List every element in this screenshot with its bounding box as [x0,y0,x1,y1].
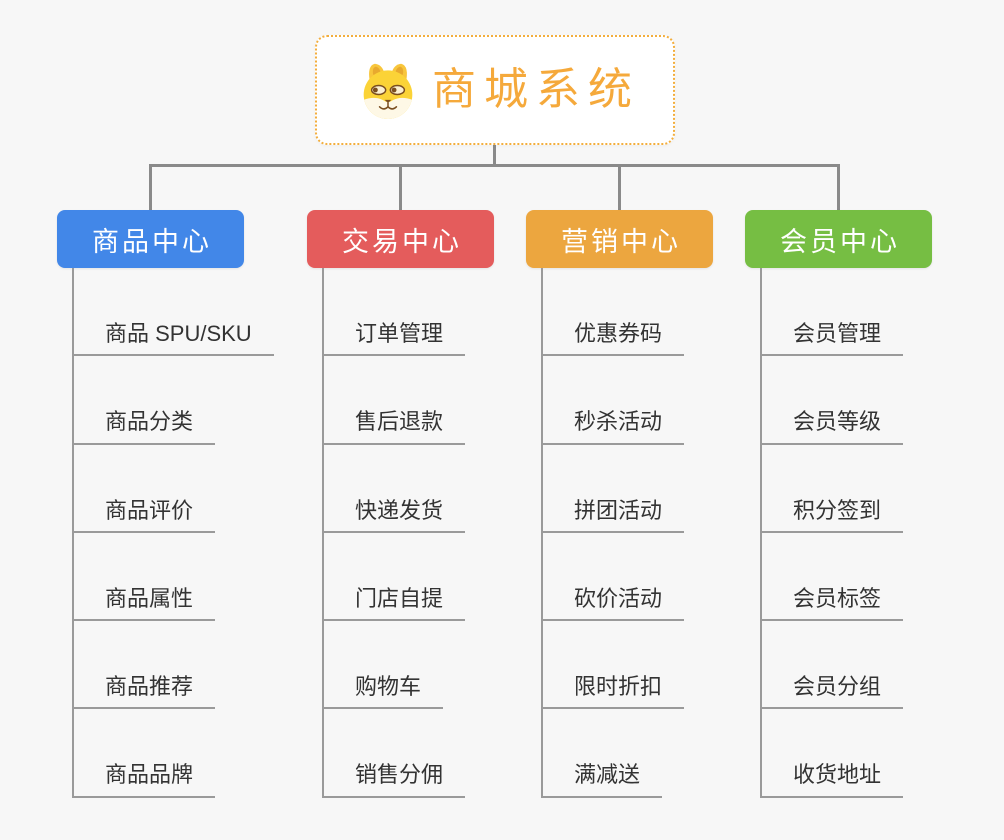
child-node[interactable]: 优惠券码 [541,268,685,357]
branch-spine-line [541,268,543,798]
child-node[interactable]: 商品 SPU/SKU [72,268,274,357]
connector-drop-line [618,165,621,210]
branch-children: 会员管理会员等级积分签到会员标签会员分组收货地址 [760,268,904,798]
connector-drop-line [837,165,840,210]
child-node[interactable]: 秒杀活动 [541,356,685,445]
branch-node-product-center[interactable]: 商品中心 [57,210,244,268]
root-title: 商城系统 [432,65,640,114]
child-node[interactable]: 会员标签 [760,533,904,622]
branch-spine-line [322,268,324,798]
doge-icon [363,63,413,119]
connector-bus-line [149,164,840,167]
connector-root-drop-line [493,144,496,166]
connector-drop-line [399,165,402,210]
child-node[interactable]: 砍价活动 [541,533,685,622]
branch-trade-center: 交易中心 订单管理售后退款快递发货门店自提购物车销售分佣 [307,210,494,798]
branch-children: 订单管理售后退款快递发货门店自提购物车销售分佣 [322,268,466,798]
child-node[interactable]: 会员等级 [760,356,904,445]
branch-spine-line [760,268,762,798]
child-node[interactable]: 限时折扣 [541,621,685,710]
branch-node-trade-center[interactable]: 交易中心 [307,210,494,268]
branch-node-member-center[interactable]: 会员中心 [745,210,932,268]
child-node[interactable]: 会员管理 [760,268,904,357]
branch-spine-line [72,268,74,798]
branch-children: 优惠券码秒杀活动拼团活动砍价活动限时折扣满减送 [541,268,685,798]
child-node[interactable]: 会员分组 [760,621,904,710]
child-node[interactable]: 收货地址 [760,709,904,798]
child-node[interactable]: 满减送 [541,709,663,798]
child-node[interactable]: 商品评价 [72,445,216,533]
child-node[interactable]: 门店自提 [322,533,466,622]
child-node[interactable]: 商品品牌 [72,709,216,798]
child-node[interactable]: 商品分类 [72,356,216,445]
child-node[interactable]: 快递发货 [322,445,466,533]
root-node[interactable]: 商城系统 [315,35,675,145]
child-node[interactable]: 销售分佣 [322,709,466,798]
child-node[interactable]: 积分签到 [760,445,904,533]
child-node[interactable]: 拼团活动 [541,445,685,533]
branch-member-center: 会员中心 会员管理会员等级积分签到会员标签会员分组收货地址 [745,210,932,798]
child-node[interactable]: 商品推荐 [72,621,216,710]
child-node[interactable]: 订单管理 [322,268,466,357]
connector-drop-line [149,165,152,210]
branch-marketing-center: 营销中心 优惠券码秒杀活动拼团活动砍价活动限时折扣满减送 [526,210,713,798]
child-node[interactable]: 售后退款 [322,356,466,445]
child-node[interactable]: 商品属性 [72,533,216,622]
branch-node-marketing-center[interactable]: 营销中心 [526,210,713,268]
child-node[interactable]: 购物车 [322,621,444,710]
